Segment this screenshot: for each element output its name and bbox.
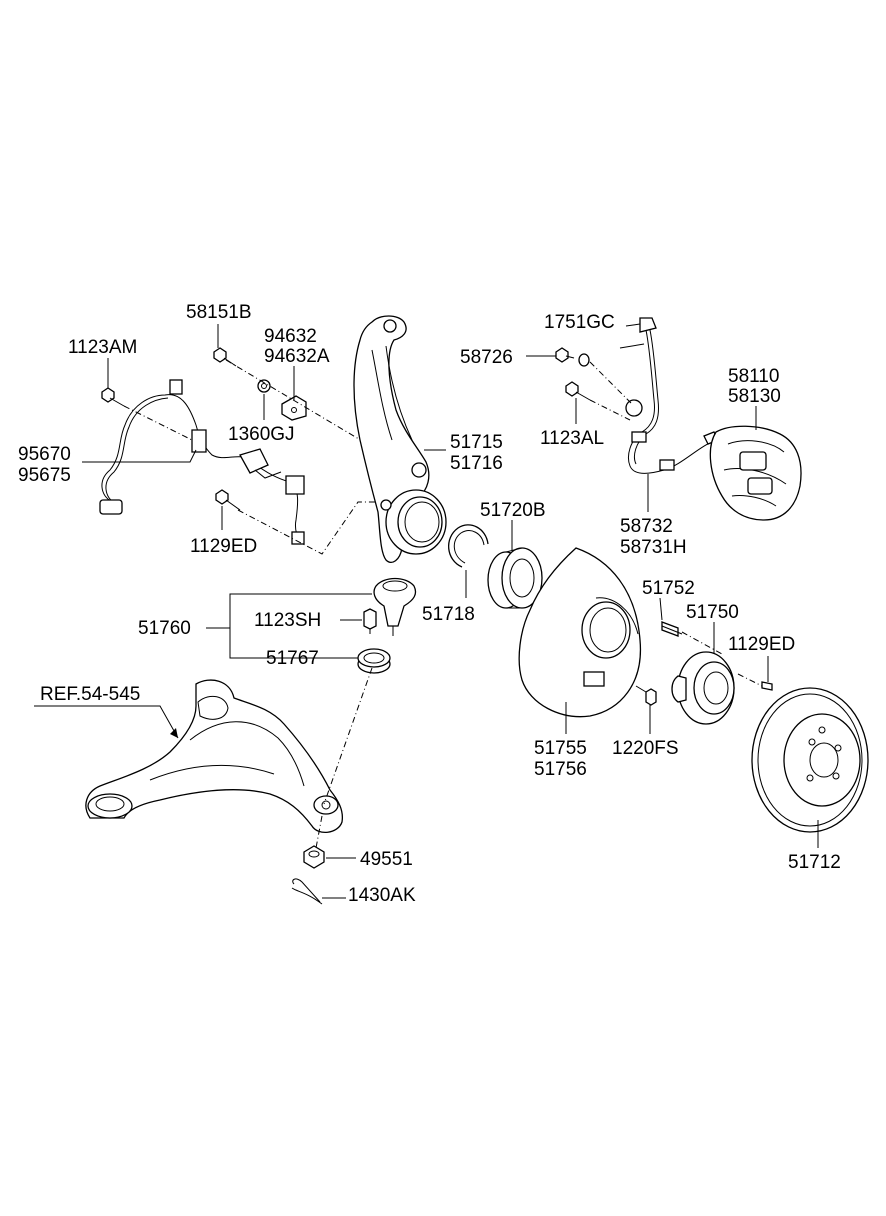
label-51756: 51756 [534,759,587,780]
bolt-1220FS [635,685,657,706]
nut-1360GJ [257,379,271,393]
label-51767: 51767 [266,648,319,669]
steering-knuckle [353,315,447,563]
bracket-94632 [281,395,307,421]
label-95670: 95670 [18,444,71,465]
label-51760: 51760 [138,618,191,639]
label-58726: 58726 [460,347,513,368]
label-1129ED-right: 1129ED [728,634,795,655]
washer-1751GC [578,353,590,367]
brake-caliper [709,425,802,521]
brake-disc-51712 [751,687,869,833]
part-labels: 58151B 94632 94632A 1123AM 1360GJ 95670 … [18,302,841,906]
label-51755: 51755 [534,738,587,759]
label-51752: 51752 [642,578,695,599]
label-58130: 58130 [728,386,781,407]
label-ref: REF.54-545 [40,684,140,705]
label-1360GJ: 1360GJ [228,424,295,445]
label-58732: 58732 [620,516,673,537]
bolt-1123AM [101,387,125,407]
label-51720B: 51720B [480,500,546,521]
leader-lines [34,323,819,899]
dust-shield-51755 [518,547,642,718]
label-1129ED-left: 1129ED [190,536,257,557]
wheel-bearing-51720B [487,547,543,609]
ball-joint-51760 [373,577,417,636]
label-95675: 95675 [18,465,71,486]
label-51716: 51716 [450,453,503,474]
brake-hose [619,317,719,474]
bolt-1129ED-left [215,489,241,511]
label-1123SH: 1123SH [254,610,321,631]
lower-control-arm [85,679,344,833]
bolt-1123SH [363,608,377,634]
label-51750: 51750 [686,602,739,623]
bolt-58151B [213,347,237,367]
label-94632A: 94632A [264,346,330,367]
snap-ring-51718 [448,524,489,568]
label-1751GC: 1751GC [544,312,615,333]
label-58110: 58110 [728,366,779,387]
label-94632: 94632 [264,326,317,347]
screw-1129ED-right [761,681,773,691]
hub-bolt-51752 [661,621,683,637]
label-51712: 51712 [788,852,841,873]
cotter-pin-1430AK [291,878,323,905]
dust-boot-51767 [357,648,391,674]
label-1430AK: 1430AK [348,885,416,906]
bolt-58726 [555,347,575,363]
label-58151B: 58151B [186,302,252,323]
label-49551: 49551 [360,849,413,870]
label-58731H: 58731H [620,537,687,558]
nut-49551 [303,845,325,869]
label-51718: 51718 [422,604,475,625]
label-51715: 51715 [450,432,503,453]
label-1220FS: 1220FS [612,738,679,759]
label-1123AL: 1123AL [540,428,604,449]
label-1123AM: 1123AM [68,337,137,358]
bolt-1123AL [565,381,591,401]
wheel-speed-sensor-harness [99,379,305,545]
wheel-hub-51750 [671,651,735,725]
